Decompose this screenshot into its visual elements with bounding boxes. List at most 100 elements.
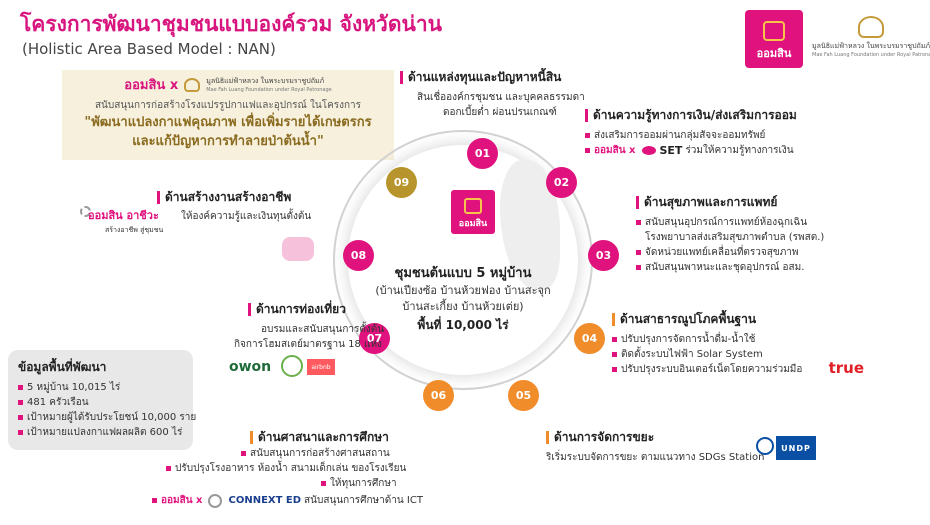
promo-partners: ออมสิน x มูลนิธิแม่ฟ้าหลวง ในพระบรมราชูป… xyxy=(62,74,394,95)
center-villages-line2: บ้านสะเกี้ยง บ้านห้วยเต่ย) xyxy=(402,300,524,313)
heading-bar xyxy=(585,109,588,122)
undp-logo: UNDP xyxy=(776,436,816,460)
mfl-name-en: Mae Fah Luang Foundation under Royal Pat… xyxy=(812,52,930,58)
bullet-icon xyxy=(585,133,590,138)
section-03-item1-text: สนับสนุนอุปกรณ์การแพทย์ห้องฉุกเฉิน xyxy=(645,217,808,228)
gsb-emblem-icon xyxy=(763,21,785,41)
section-07-heading-text: ด้านการท่องเที่ยว xyxy=(256,302,346,316)
owon-logo: owon xyxy=(229,359,272,375)
section-02-item1: ส่งเสริมการออมผ่านกลุ่มสัจจะออมทรัพย์ xyxy=(585,128,797,143)
section-06-heading-text: ด้านศาสนาและการศึกษา xyxy=(258,430,389,444)
mascot-icon xyxy=(282,237,314,261)
area-info-item: 481 ครัวเรือน xyxy=(18,395,183,410)
section-02-heading-text: ด้านความรู้ทางการเงิน/ส่งเสริมการออม xyxy=(593,108,797,122)
area-info-item-text: เป้าหมายผู้ได้รับประโยชน์ 10,000 ราย xyxy=(27,412,197,423)
bullet-icon xyxy=(18,385,23,390)
bullet-icon xyxy=(166,466,171,471)
section-02-heading: ด้านความรู้ทางการเงิน/ส่งเสริมการออม xyxy=(585,106,797,125)
badge-02: 02 xyxy=(546,167,577,198)
section-03-item2-text: จัดหน่วยแพทย์เคลื่อนที่ตรวจสุขภาพ xyxy=(645,247,799,258)
bullet-icon xyxy=(321,481,326,486)
badge-08: 08 xyxy=(343,240,374,271)
un-emblem-icon xyxy=(756,437,774,455)
bullet-icon xyxy=(585,148,590,153)
page-title: โครงการพัฒนาชุมชนแบบองค์รวม จังหวัดน่าน xyxy=(20,12,442,36)
section-04-item1-text: ปรับปรุงการจัดการน้ำดื่ม-น้ำใช้ xyxy=(621,334,756,345)
section-05: ด้านการจัดการขยะ ริเริ่มระบบจัดการขยะ ตา… xyxy=(546,428,764,465)
center-logo-text: ออมสิน xyxy=(458,219,488,229)
area-info-item-text: เป้าหมายแปลงกาแฟผลผลิต 600 ไร่ xyxy=(27,427,183,438)
gsb-logo-text: ออมสิน xyxy=(756,47,792,60)
section-03-item1-cont: โรงพยาบาลส่งเสริมสุขภาพตำบล (รพสต.) xyxy=(645,232,825,243)
heading-bar xyxy=(250,431,253,444)
section-01: ด้านแหล่งทุนและปัญหาหนี้สิน สินเชื่อองค์… xyxy=(400,68,585,120)
coffee-project-box: ออมสิน x มูลนิธิแม่ฟ้าหลวง ในพระบรมราชูป… xyxy=(62,70,394,160)
section-03-heading-text: ด้านสุขภาพและการแพทย์ xyxy=(644,195,778,209)
section-04-heading: ด้านสาธารณูปโภคพื้นฐาน xyxy=(612,310,802,329)
section-01-heading-text: ด้านแหล่งทุนและปัญหาหนี้สิน xyxy=(408,70,562,84)
heading-bar xyxy=(157,191,160,204)
gsb-logo: ออมสิน xyxy=(745,10,803,68)
section-08-heading-text: ด้านสร้างงานสร้างอาชีพ xyxy=(165,190,292,204)
connext-logo-text: CONNEXT ED xyxy=(228,495,302,506)
center-villages-line1: (บ้านเปียงซ้อ บ้านห้วยฟอง บ้านสะจุก xyxy=(375,284,551,297)
area-info-title: ข้อมูลพื้นที่พัฒนา xyxy=(18,360,107,374)
area-info-item-text: 5 หมู่บ้าน 10,015 ไร่ xyxy=(27,382,121,393)
bullet-icon xyxy=(241,451,246,456)
badge-03: 03 xyxy=(588,240,619,271)
section-06-item2-text: ปรับปรุงโรงอาหาร ห้องน้ำ สนามเด็กเล่น ขอ… xyxy=(175,463,407,474)
section-05-heading: ด้านการจัดการขยะ xyxy=(546,428,764,447)
badge-07: 07 xyxy=(359,323,390,354)
area-info-box: ข้อมูลพื้นที่พัฒนา 5 หมู่บ้าน 10,015 ไร่… xyxy=(8,350,196,450)
section-06-item3: ให้ทุนการศึกษา xyxy=(321,476,397,491)
set-logo-icon xyxy=(642,146,657,155)
heading-bar xyxy=(248,303,251,316)
gsb-aachiwa-logo: ออมสิน อาชีวะ xyxy=(88,209,159,222)
gsb-brand-text: ออมสิน x xyxy=(594,145,636,156)
mfl-logo: มูลนิธิแม่ฟ้าหลวง ในพระบรมราชูปถัมภ์ Mae… xyxy=(812,16,930,58)
section-04-heading-text: ด้านสาธารณูปโภคพื้นฐาน xyxy=(620,312,757,326)
promo-description: สนับสนุนการก่อสร้างโรงแปรรูปกาแฟและอุปกร… xyxy=(94,100,362,111)
promo-org: มูลนิธิแม่ฟ้าหลวง ในพระบรมราชูปถัมภ์ Mae… xyxy=(206,76,332,93)
bullet-icon xyxy=(636,250,641,255)
bullet-icon xyxy=(612,367,617,372)
section-06-item1: สนับสนุนการก่อสร้างศาสนสถาน xyxy=(241,446,390,461)
center-text: ชุมชนต้นแบบ 5 หมู่บ้าน (บ้านเปียงซ้อ บ้า… xyxy=(368,262,558,335)
heading-bar xyxy=(636,196,639,209)
section-07: ด้านการท่องเที่ยว อบรมและสนับสนุนการตั้ง… xyxy=(228,300,384,352)
section-05-heading-text: ด้านการจัดการขยะ xyxy=(554,430,655,444)
section-07-heading: ด้านการท่องเที่ยว xyxy=(228,300,384,319)
section-02-item2-text: ร่วมให้ความรู้ทางการเงิน xyxy=(685,145,794,156)
section-03: ด้านสุขภาพและการแพทย์ สนับสนุนอุปกรณ์การ… xyxy=(636,193,824,275)
section-01-line2: ดอกเบี้ยต่ำ ผ่อนปรนเกณฑ์ xyxy=(443,107,557,118)
section-06: ด้านศาสนาและการศึกษา xyxy=(250,428,389,447)
connext-badge-icon xyxy=(208,493,223,508)
badge-06: 06 xyxy=(423,380,454,411)
section-03-item2: จัดหน่วยแพทย์เคลื่อนที่ตรวจสุขภาพ xyxy=(636,245,824,260)
section-08-line1: ให้องค์ความรู้และเงินทุนตั้งต้น xyxy=(181,211,312,222)
bullet-icon xyxy=(152,498,157,503)
promo-quote-line1: "พัฒนาแปลงกาแฟคุณภาพ เพื่อเพิ่มรายได้เกษ… xyxy=(84,115,372,130)
badge-04: 04 xyxy=(574,323,605,354)
section-05-line1: ริเริ่มระบบจัดการขยะ ตามแนวทาง SDGs Stat… xyxy=(546,452,765,463)
bullet-icon xyxy=(612,352,617,357)
promo-org-en: Mae Fah Luang Foundation under Royal Pat… xyxy=(206,87,332,93)
area-info-item: เป้าหมายผู้ได้รับประโยชน์ 10,000 ราย xyxy=(18,410,196,425)
tourism-badge-icon xyxy=(281,355,303,377)
section-04-item3-text: ปรับปรุงระบบอินเตอร์เน็ตโดยความร่วมมือ xyxy=(621,364,803,375)
bullet-icon xyxy=(636,220,641,225)
promo-quote-line2: และแก้ปัญหาการทำลายป่าต้นน้ำ" xyxy=(132,134,324,149)
section-06-item1-text: สนับสนุนการก่อสร้างศาสนสถาน xyxy=(250,448,390,459)
section-01-line1: สินเชื่อองค์กรชุมชน และบุคคลธรรมดา xyxy=(417,92,585,103)
section-02: ด้านความรู้ทางการเงิน/ส่งเสริมการออม ส่ง… xyxy=(585,106,797,158)
bullet-icon xyxy=(636,265,641,270)
bullet-icon xyxy=(18,400,23,405)
airbnb-logo: airbnb xyxy=(307,359,335,375)
section-01-heading: ด้านแหล่งทุนและปัญหาหนี้สิน xyxy=(400,68,585,87)
area-info-item: เป้าหมายแปลงกาแฟผลผลิต 600 ไร่ xyxy=(18,425,183,440)
section-06-heading: ด้านศาสนาและการศึกษา xyxy=(250,428,389,447)
set-logo-text: SET xyxy=(659,144,683,157)
area-info-item: 5 หมู่บ้าน 10,015 ไร่ xyxy=(18,380,183,395)
